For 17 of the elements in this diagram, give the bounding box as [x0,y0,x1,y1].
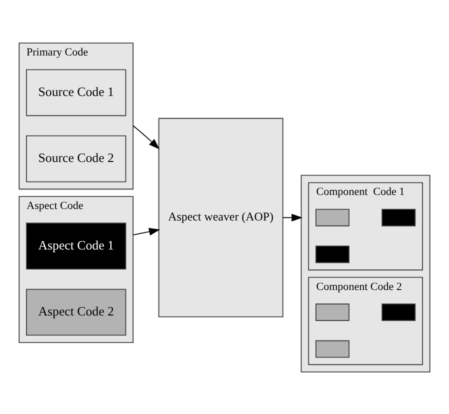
arrow [132,124,160,149]
node-box: Source Code 1 [26,68,126,116]
node-bar [315,245,350,263]
node-box: Aspect Code 2 [26,288,126,336]
node-bar [382,208,416,226]
node-bar [315,208,350,226]
arrow [282,213,303,221]
node-bar [315,303,350,320]
node-bar [382,303,416,320]
node-box: Aspect weaver (AOP) [158,117,284,317]
node-box: Source Code 2 [26,134,126,182]
cluster: Component Code 1 [308,182,423,270]
cluster: Component Code 2 [308,276,423,365]
node-box: Aspect Code 1 [26,222,126,270]
cluster [300,174,430,372]
arrow [132,227,160,235]
node-bar [315,340,350,358]
